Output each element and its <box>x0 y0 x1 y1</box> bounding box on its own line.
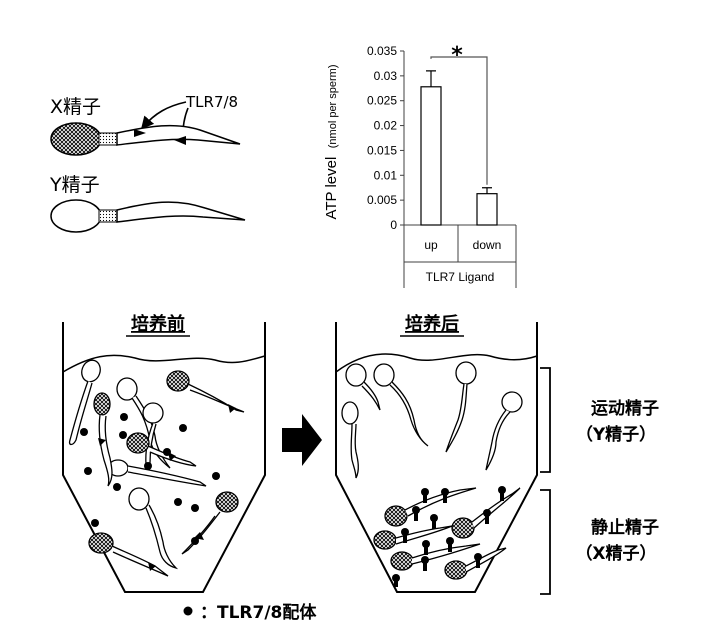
ligand-dot-icon <box>183 606 193 616</box>
tube-after-outline <box>335 322 538 593</box>
y-axis-title-unit: (nmol per sperm) <box>327 64 339 148</box>
group-static: 静止精子 （X精子） <box>540 489 659 595</box>
tlr-label: TLR7/8 <box>185 93 238 111</box>
ligand-legend: ：TLR7/8配体 <box>183 602 317 623</box>
error-bar-up <box>426 70 436 87</box>
tube-before-label: 培养前 <box>131 313 185 335</box>
x-tick-up: up <box>424 238 438 252</box>
sperm-legend: X精子 TLR7/8 Y精子 <box>49 93 246 233</box>
significance-star: * <box>451 43 463 68</box>
y-tick-label: 0.03 <box>374 69 398 83</box>
y-axis-ticks: 0 0.005 0.01 0.015 0.02 0.025 0.03 0.035 <box>367 44 404 232</box>
x-tick-down: down <box>473 238 502 252</box>
motile-label-1: 运动精子 <box>591 398 659 419</box>
svg-text:ATP level (nmol per sp: ATP level (nmol per sperm) <box>323 64 340 219</box>
motile-label-2: （Y精子） <box>576 424 656 445</box>
y-tick-label: 0.02 <box>374 119 398 133</box>
after-sperm-x <box>373 487 521 580</box>
significance-bracket <box>430 56 488 185</box>
y-sperm-label: Y精子 <box>49 174 100 196</box>
before-ligand-dots <box>80 413 220 545</box>
tube-before: 培养前 <box>62 313 266 593</box>
y-tick-label: 0.025 <box>367 94 397 108</box>
tube-before-meniscus <box>62 354 266 373</box>
after-sperm-y <box>341 361 523 479</box>
process-arrow <box>282 414 322 466</box>
bar-down <box>476 193 498 226</box>
y-axis-title: ATP level (nmol per sperm) <box>323 64 340 219</box>
y-tick-label: 0.035 <box>367 44 397 58</box>
group-motile: 运动精子 （Y精子） <box>540 367 659 473</box>
y-axis-title-main: ATP level <box>323 157 340 220</box>
y-tick-label: 0.015 <box>367 143 397 157</box>
before-sperm-y <box>68 359 207 570</box>
tlr-arrow-1 <box>140 101 187 130</box>
y-sperm-icon <box>50 199 246 233</box>
tube-before-outline <box>62 322 266 593</box>
bracket-motile <box>540 367 551 473</box>
static-label-2: （X精子） <box>575 543 656 564</box>
y-tick-label: 0.005 <box>367 193 397 207</box>
tube-after: 培养后 <box>335 313 538 593</box>
tube-after-label: 培养后 <box>405 313 459 335</box>
before-sperm-x <box>88 370 245 577</box>
bracket-static <box>540 489 551 595</box>
atp-bar-chart: 0 0.005 0.01 0.015 0.02 0.025 0.03 0.035 * up d… <box>323 43 517 288</box>
tube-after-meniscus <box>335 353 538 373</box>
error-bar-down <box>482 187 492 194</box>
ligand-legend-label: ：TLR7/8配体 <box>200 602 317 623</box>
y-tick-label: 0.01 <box>374 168 398 182</box>
x-sperm-icon <box>50 122 241 156</box>
x-sperm-label: X精子 <box>50 96 101 118</box>
y-tick-label: 0 <box>390 218 397 232</box>
x-group-label: TLR7 Ligand <box>426 270 495 284</box>
bar-up <box>420 86 442 226</box>
static-label-1: 静止精子 <box>591 517 659 538</box>
after-bound-ligands <box>392 486 506 587</box>
